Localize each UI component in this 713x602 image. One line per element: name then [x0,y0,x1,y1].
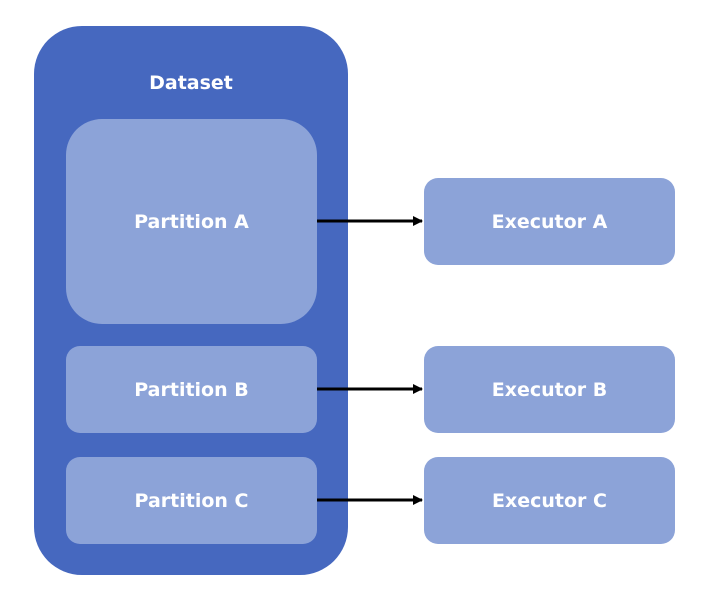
partition-a-box: Partition A [66,119,317,324]
executor-a-box: Executor A [424,178,675,265]
executor-b-box: Executor B [424,346,675,433]
executor-c-box: Executor C [424,457,675,544]
partition-c-box: Partition C [66,457,317,544]
dataset-title: Dataset [149,72,233,94]
partition-b-box: Partition B [66,346,317,433]
